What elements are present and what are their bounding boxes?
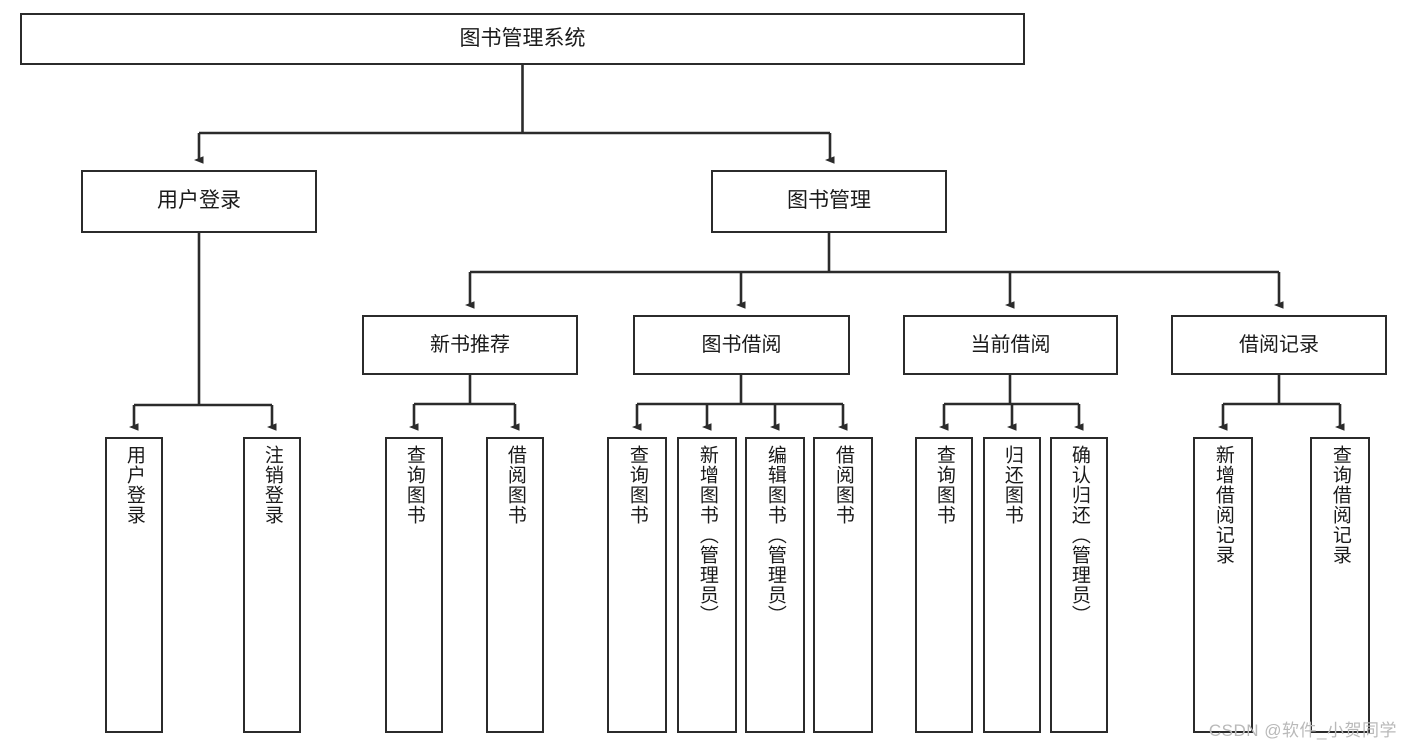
- node-leaf-return-book-label: 归还图书: [1001, 445, 1023, 525]
- node-leaf-query-record-label: 查询借阅记录: [1329, 445, 1351, 565]
- node-leaf-add-book[interactable]: 新增图书（管理员）: [677, 437, 737, 733]
- watermark-text: CSDN @软件_小贺同学: [1208, 721, 1397, 740]
- node-leaf-borrow-book-2-label: 借阅图书: [832, 445, 854, 525]
- node-leaf-borrow-book-1[interactable]: 借阅图书: [486, 437, 544, 733]
- node-leaf-query-book-3[interactable]: 查询图书: [915, 437, 973, 733]
- node-leaf-add-book-label: 新增图书（管理员）: [696, 445, 718, 625]
- node-new-book-recommend[interactable]: 新书推荐: [362, 315, 578, 375]
- node-leaf-query-book-3-label: 查询图书: [933, 445, 955, 525]
- node-leaf-borrow-book-1-label: 借阅图书: [504, 445, 526, 525]
- node-leaf-user-login[interactable]: 用户登录: [105, 437, 163, 733]
- node-new-book-recommend-label: 新书推荐: [430, 333, 510, 356]
- node-leaf-query-book-2-label: 查询图书: [626, 445, 648, 525]
- node-leaf-borrow-book-2[interactable]: 借阅图书: [813, 437, 873, 733]
- node-book-manage-label: 图书管理: [787, 189, 871, 213]
- node-leaf-logout-label: 注销登录: [261, 445, 283, 525]
- node-book-manage[interactable]: 图书管理: [711, 170, 947, 233]
- node-borrow-record[interactable]: 借阅记录: [1171, 315, 1387, 375]
- node-leaf-query-record[interactable]: 查询借阅记录: [1310, 437, 1370, 733]
- node-leaf-query-book-1-label: 查询图书: [403, 445, 425, 525]
- node-leaf-return-book[interactable]: 归还图书: [983, 437, 1041, 733]
- node-borrow-record-label: 借阅记录: [1239, 333, 1319, 356]
- node-leaf-edit-book-label: 编辑图书（管理员）: [764, 445, 786, 625]
- node-leaf-confirm-return[interactable]: 确认归还（管理员）: [1050, 437, 1108, 733]
- node-current-borrow-label: 当前借阅: [970, 333, 1051, 356]
- node-leaf-confirm-return-label: 确认归还（管理员）: [1068, 445, 1090, 625]
- node-current-borrow[interactable]: 当前借阅: [903, 315, 1118, 375]
- node-leaf-query-book-1[interactable]: 查询图书: [385, 437, 443, 733]
- node-book-borrow[interactable]: 图书借阅: [633, 315, 850, 375]
- node-root-label: 图书管理系统: [459, 26, 586, 50]
- node-leaf-query-book-2[interactable]: 查询图书: [607, 437, 667, 733]
- node-user-login-label: 用户登录: [157, 189, 241, 213]
- node-leaf-add-record[interactable]: 新增借阅记录: [1193, 437, 1253, 733]
- node-root[interactable]: 图书管理系统: [20, 13, 1025, 65]
- node-leaf-edit-book[interactable]: 编辑图书（管理员）: [745, 437, 805, 733]
- node-leaf-add-record-label: 新增借阅记录: [1212, 445, 1234, 565]
- node-leaf-logout[interactable]: 注销登录: [243, 437, 301, 733]
- node-user-login[interactable]: 用户登录: [81, 170, 317, 233]
- node-leaf-user-login-label: 用户登录: [123, 445, 145, 525]
- node-book-borrow-label: 图书借阅: [701, 333, 782, 356]
